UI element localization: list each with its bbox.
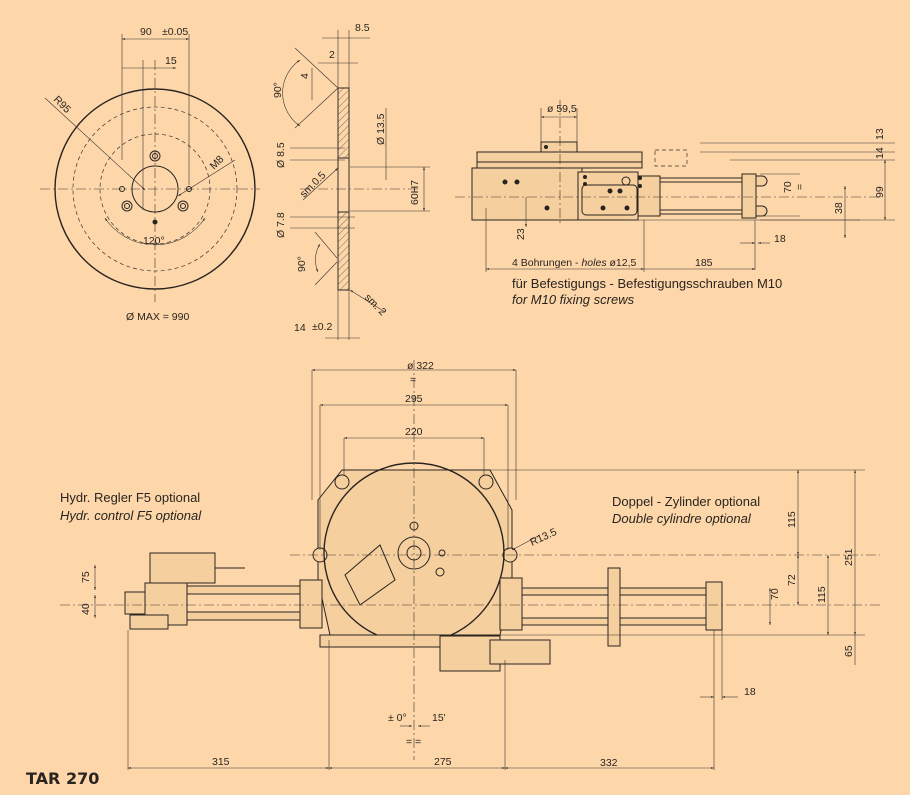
dim-15: 15 bbox=[165, 55, 177, 67]
plan-view bbox=[60, 360, 880, 770]
dim-332: 332 bbox=[600, 757, 618, 769]
dia-322: ø 322 bbox=[407, 360, 434, 372]
angle-0: ± 0° bbox=[388, 712, 407, 724]
dim-115-upper: 115 bbox=[786, 511, 798, 528]
regler-label-en: Hydr. control F5 optional bbox=[60, 508, 202, 523]
dim-275: 275 bbox=[434, 756, 452, 768]
radius-r13-5: R13.5 bbox=[528, 526, 559, 549]
regler-label-de: Hydr. Regler F5 optional bbox=[60, 490, 200, 505]
dim-14: 14 bbox=[294, 322, 306, 334]
fixing-note-en: for M10 fixing screws bbox=[512, 292, 635, 307]
dim-18-plan: 18 bbox=[744, 686, 756, 698]
dim-4: 4 bbox=[299, 73, 311, 79]
tol-0-2: ±0.2 bbox=[312, 321, 333, 333]
dim-115-lower: 115 bbox=[816, 586, 828, 603]
dim-220: 220 bbox=[405, 426, 423, 438]
dia-13-5: Ø 13.5 bbox=[375, 113, 387, 145]
eq-pair: = = bbox=[406, 736, 421, 748]
radius-r95: R95 bbox=[51, 94, 73, 116]
dim-8-5: 8.5 bbox=[355, 22, 370, 34]
eq-322: = bbox=[410, 374, 416, 386]
dim-14-side: 14 bbox=[874, 147, 886, 159]
cylinder-label-en: Double cylindre optional bbox=[612, 511, 752, 526]
angle-120: 120° bbox=[143, 235, 165, 247]
chamfer-0-5: sm.0.5 bbox=[298, 169, 329, 200]
dim-315: 315 bbox=[212, 756, 230, 768]
dim-75: 75 bbox=[80, 571, 92, 583]
angle-90-bottom: 90° bbox=[296, 256, 308, 272]
dim-38: 38 bbox=[833, 202, 845, 214]
dia-59-5: ø 59,5 bbox=[547, 103, 577, 115]
dia-7-8: Ø 7.8 bbox=[275, 212, 287, 238]
dim-2: 2 bbox=[329, 49, 335, 61]
dim-23: 23 bbox=[515, 228, 527, 240]
dim-40: 40 bbox=[80, 603, 92, 615]
angle-15: 15' bbox=[432, 712, 446, 724]
chamfer-2: sm. 2 bbox=[362, 292, 389, 319]
dia-8-5: Ø 8.5 bbox=[275, 142, 287, 168]
holes-label: 4 Bohrungen - holes ø12,5 bbox=[512, 257, 637, 269]
eq-70-side: = bbox=[794, 184, 806, 190]
dim-13: 13 bbox=[874, 128, 886, 140]
side-view bbox=[455, 100, 895, 272]
fixing-note-de: für Befestigungs - Befestigungsschrauben… bbox=[512, 276, 782, 291]
disc-section-view bbox=[282, 30, 430, 340]
dim-185: 185 bbox=[695, 257, 713, 269]
dim-18-side: 18 bbox=[774, 233, 786, 245]
thread-m8: M8 bbox=[208, 153, 227, 172]
tol-0-05: ±0.05 bbox=[162, 26, 188, 38]
angle-90-top: 90° bbox=[272, 82, 284, 98]
dim-251: 251 bbox=[843, 548, 855, 566]
dim-72: 72 bbox=[786, 574, 798, 586]
dim-90: 90 bbox=[140, 26, 152, 38]
cylinder-label-de: Doppel - Zylinder optional bbox=[612, 494, 760, 509]
dim-295: 295 bbox=[405, 393, 423, 405]
max-diameter: Ø MAX = 990 bbox=[126, 311, 189, 323]
model-title: TAR 270 bbox=[26, 769, 99, 788]
dim-70-plan: 70 bbox=[769, 588, 781, 600]
dim-99: 99 bbox=[874, 186, 886, 198]
dim-70-side: 70 bbox=[782, 181, 794, 193]
dim-65: 65 bbox=[843, 645, 855, 657]
disc-front-view bbox=[40, 34, 260, 302]
bore-60h7: 60H7 bbox=[409, 180, 421, 205]
